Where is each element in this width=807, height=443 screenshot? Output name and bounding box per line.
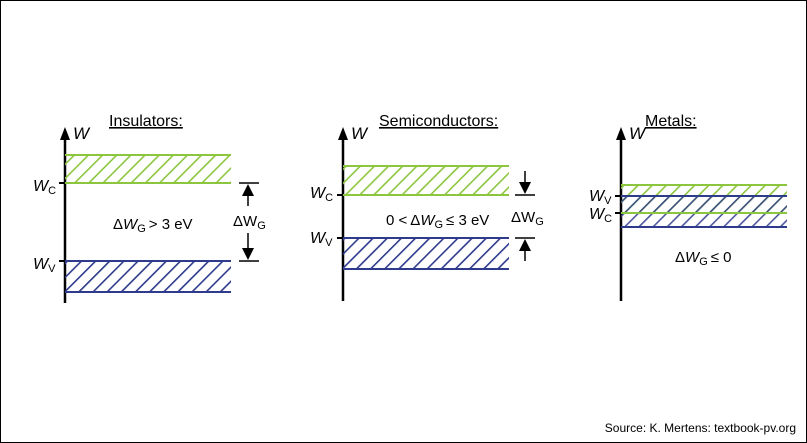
- wv-label: WV: [33, 256, 56, 275]
- wc-label: WC: [310, 185, 333, 204]
- gap-relation-insulators: ΔWG> 3 eV: [113, 216, 193, 235]
- gap-relation-semiconductors: 0 <ΔWG≤ 3 eV: [386, 212, 489, 231]
- panel-semiconductors: Semiconductors: W WC WV 0 <ΔWG≤ 3 eV ΔWG: [310, 113, 544, 301]
- gap-label-semiconductors: ΔWG: [511, 209, 544, 228]
- wc-label: WC: [33, 178, 56, 197]
- energy-axis-label: W: [73, 124, 91, 143]
- wc-label: WC: [589, 206, 612, 225]
- gap-relation-metals: ΔWG≤ 0: [675, 249, 732, 268]
- energy-axis-label: W: [351, 124, 369, 143]
- wv-label: WV: [589, 188, 612, 207]
- source-credit: Source: K. Mertens: textbook-pv.org: [604, 421, 796, 435]
- gap-label-insulators: ΔWG: [233, 213, 266, 232]
- valence-band: [343, 238, 509, 269]
- wv-label: WV: [310, 230, 333, 249]
- title-insulators: Insulators:: [109, 113, 183, 130]
- energy-axis-arrow: [616, 127, 626, 140]
- conduction-band: [343, 166, 509, 195]
- panel-insulators: Insulators: W WC WV ΔWG> 3 eV ΔWG: [33, 113, 266, 303]
- energy-axis-arrow: [60, 127, 70, 140]
- title-metals: Metals:: [645, 113, 697, 130]
- panel-metals: Metals: W WV WC ΔWG≤ 0: [589, 113, 787, 301]
- title-semiconductors: Semiconductors:: [379, 113, 498, 130]
- energy-axis-arrow: [338, 127, 348, 140]
- valence-band: [65, 261, 231, 292]
- valence-band: [621, 196, 787, 227]
- energy-axis-label: W: [629, 124, 647, 143]
- conduction-band: [65, 155, 231, 183]
